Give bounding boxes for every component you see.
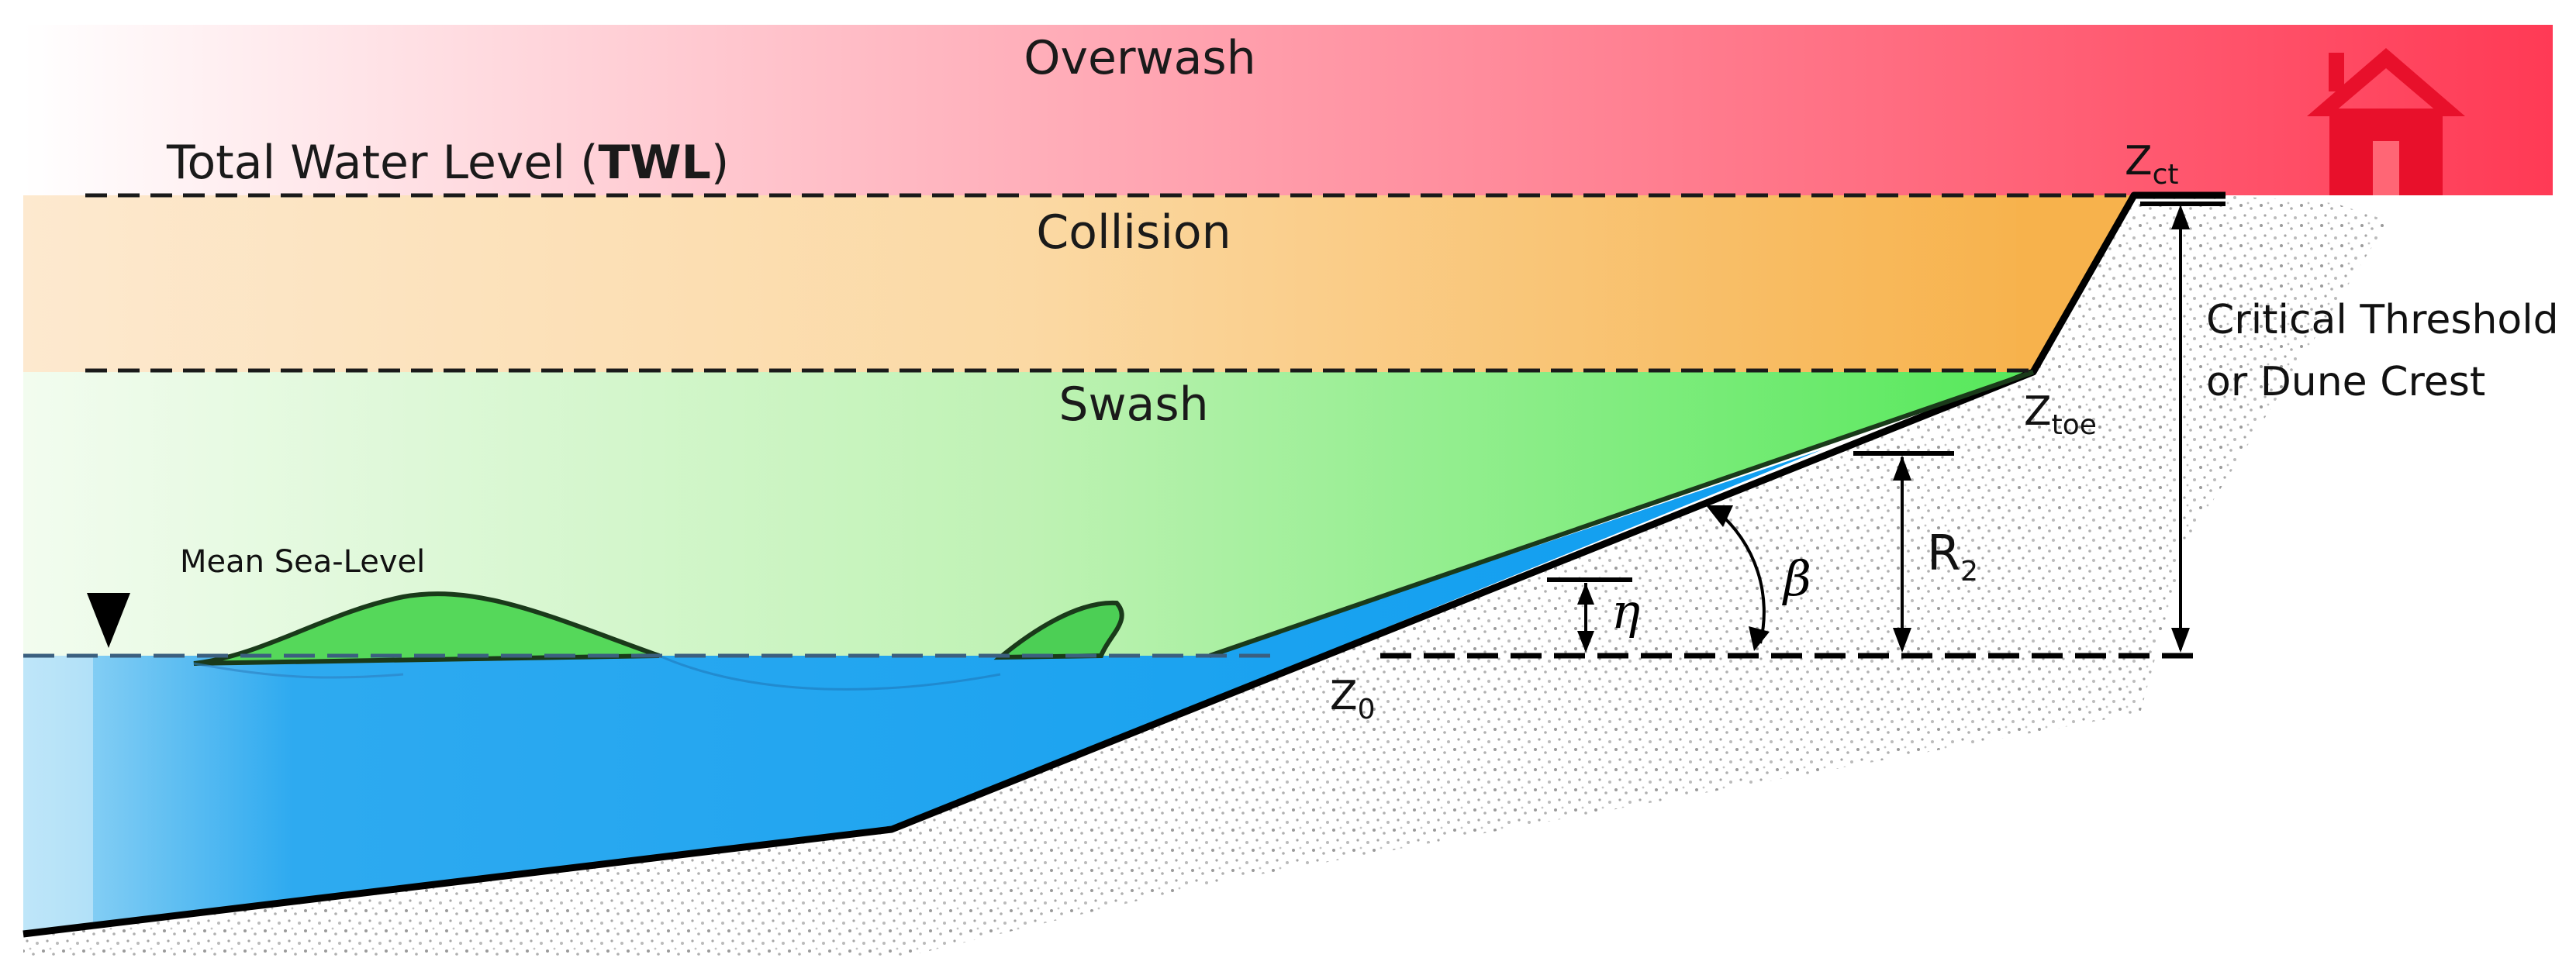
twl-label: Total Water Level (TWL) <box>166 136 729 190</box>
msl-label: Mean Sea-Level <box>180 544 425 580</box>
beta-label: β <box>1782 550 1811 607</box>
eta-arrow-head-up <box>1577 583 1594 605</box>
beta-arc-head-top <box>1706 505 1733 527</box>
wave-crest <box>193 591 661 666</box>
overwash-zone <box>23 25 2553 195</box>
critical-arrow-head-down <box>2171 628 2190 653</box>
eta-label: η <box>1611 583 1640 639</box>
beta-arc-head-bottom <box>1749 626 1770 651</box>
critical-arrow-head-up <box>2171 205 2190 229</box>
z-toe-label: Ztoe <box>2024 388 2097 441</box>
swash-label: Swash <box>1058 377 1208 432</box>
overwash-label: Overwash <box>1024 31 1255 85</box>
r2-arrow-head-up <box>1893 456 1911 481</box>
wave-breaking <box>993 600 1124 660</box>
critical-threshold-label-line1: Critical Threshold <box>2206 297 2559 343</box>
critical-threshold-label-line2: or Dune Crest <box>2206 359 2485 405</box>
house-icon <box>2307 48 2465 195</box>
water-left-fade <box>23 656 93 934</box>
triangle-down-icon <box>87 593 130 648</box>
wave-trough <box>193 662 404 679</box>
collision-zone <box>23 195 2033 372</box>
z-zero-label: Z0 <box>1330 673 1376 725</box>
z-ct-label: Zct <box>2125 138 2179 191</box>
r2-arrow-head-down <box>1893 628 1911 653</box>
sand-body <box>23 195 2388 958</box>
water-body <box>23 450 1822 934</box>
collision-label: Collision <box>1036 205 1231 260</box>
eta-arrow-head-down <box>1577 631 1594 653</box>
r2-label: R2 <box>1927 525 1978 588</box>
wave-underflow <box>658 654 1001 691</box>
collision-zone-edge <box>2016 195 2134 372</box>
swash-upper-boundary <box>1209 370 2034 658</box>
swash-zone <box>23 372 2033 656</box>
beta-angle-arc <box>1716 510 1766 644</box>
